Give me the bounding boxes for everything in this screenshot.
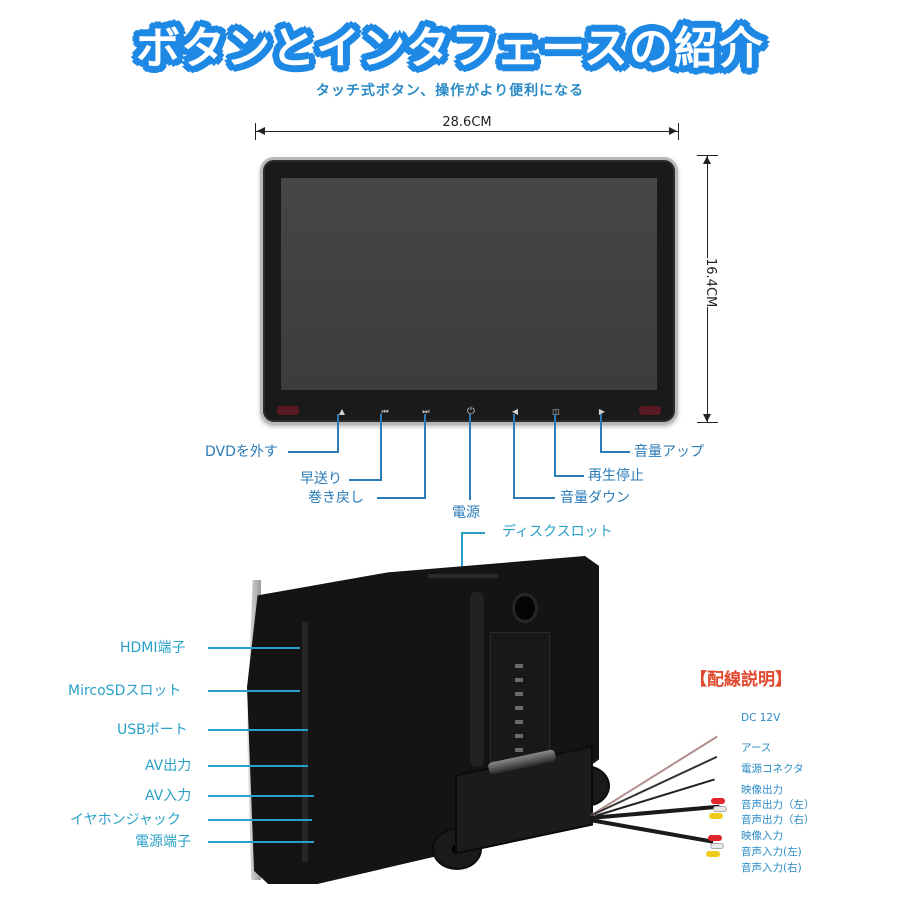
vent-slot: [515, 706, 523, 710]
label-disc-slot: ディスクスロット: [502, 524, 613, 540]
callout-line: [424, 414, 426, 498]
width-dimension-label: 28.6CM: [0, 115, 900, 130]
vent-slot: [515, 748, 523, 752]
vent-slot: [515, 692, 523, 696]
callout-line: [469, 414, 471, 500]
wiring-title: 【配線説明】: [690, 670, 792, 690]
rca-plug-red: [708, 835, 722, 841]
label-power-port: 電源端子: [135, 834, 191, 850]
height-dimension-label: 16.4CM: [703, 258, 718, 308]
wiring-label-audio-out-left: 音声出力（左）: [741, 799, 815, 811]
callout-line: [208, 819, 312, 821]
skip-back-icon[interactable]: ⏮: [381, 407, 389, 416]
label-earphone-jack: イヤホンジャック: [70, 812, 181, 828]
eject-icon[interactable]: ▲: [338, 407, 346, 416]
power-icon[interactable]: ⏻: [467, 406, 475, 417]
label-usb-port: USBポート: [117, 722, 188, 738]
rca-plug-yellow: [709, 813, 723, 819]
label-microsd-slot: MircoSDスロット: [68, 683, 182, 699]
wiring-label-audio-in-right: 音声入力(右): [741, 862, 802, 874]
callout-line: [208, 765, 308, 767]
rca-plug-white: [713, 806, 727, 812]
callout-line: [349, 479, 382, 481]
vent-slot: [515, 720, 523, 724]
wiring-label-video-out: 映像出力: [741, 784, 783, 796]
callout-line: [288, 451, 339, 453]
callout-line: [513, 497, 555, 499]
volume-down-icon[interactable]: ◀: [511, 407, 519, 416]
callout-line: [208, 841, 314, 843]
page-subtitle: タッチ式ボタン、操作がより便利になる: [315, 83, 585, 99]
label-volume-down: 音量ダウン: [560, 490, 630, 506]
rca-plug-yellow: [706, 851, 720, 857]
wire-dc12v: [589, 735, 718, 817]
vent-panel: [490, 632, 550, 762]
display-screen: [281, 178, 657, 390]
label-play-pause: 再生停止: [588, 468, 644, 484]
mount-hole: [512, 593, 538, 623]
callout-line: [208, 690, 300, 692]
width-value: 28.6CM: [440, 115, 494, 130]
skip-forward-icon[interactable]: ⏭: [422, 407, 430, 416]
wiring-label-audio-out-right: 音声出力（右）: [741, 814, 815, 826]
label-fast-forward: 早送り: [300, 471, 342, 487]
arrow-down-icon: [703, 414, 711, 422]
label-av-in: AV入力: [145, 788, 192, 804]
rca-plug-white: [710, 843, 724, 849]
callout-line: [337, 414, 339, 452]
label-hdmi-port: HDMI端子: [120, 640, 186, 656]
callout-line: [554, 414, 556, 476]
label-power: 電源: [452, 505, 480, 521]
callout-line: [208, 729, 308, 731]
label-rewind: 巻き戻し: [308, 490, 364, 506]
callout-line: [554, 475, 584, 477]
vent-slot: [515, 734, 523, 738]
callout-line: [600, 414, 602, 452]
monitor-front: ▲ ⏮ ⏭ ⏻ ◀ ◫ ▶: [260, 157, 678, 425]
callout-line: [377, 497, 426, 499]
label-volume-up: 音量アップ: [634, 444, 704, 460]
callout-line: [600, 451, 630, 453]
vent-slot: [515, 664, 523, 668]
wire-av-in: [589, 818, 714, 844]
wiring-label-video-in: 映像入力: [741, 830, 783, 842]
page-title: ボタンとインタフェースの紹介: [136, 23, 764, 74]
callout-line: [208, 795, 314, 797]
back-rib: [470, 592, 484, 767]
side-port-strip: [302, 622, 308, 862]
arrow-up-icon: [703, 156, 711, 164]
volume-up-icon[interactable]: ▶: [598, 407, 606, 416]
width-dimension-line: [255, 123, 679, 140]
arrow-right-icon: [669, 127, 677, 135]
label-av-out: AV出力: [145, 758, 192, 774]
arrow-left-icon: [257, 127, 265, 135]
disc-slot: [428, 574, 498, 578]
wiring-label-dc12v: DC 12V: [741, 712, 781, 724]
wiring-label-ground: アース: [741, 742, 772, 754]
wiring-label-audio-in-left: 音声入力(左): [741, 846, 802, 858]
play-pause-icon[interactable]: ◫: [552, 407, 560, 416]
callout-line: [461, 532, 485, 534]
callout-line: [208, 647, 300, 649]
callout-line: [513, 414, 515, 498]
callout-line: [380, 414, 382, 480]
rca-plug-red: [711, 798, 725, 804]
callout-line: [461, 532, 463, 576]
ir-sensor-left: [277, 406, 299, 415]
vent-slot: [515, 678, 523, 682]
label-eject: DVDを外す: [205, 444, 278, 460]
ir-sensor-right: [639, 406, 661, 415]
wiring-label-power-connector: 電源コネクタ: [741, 763, 804, 775]
